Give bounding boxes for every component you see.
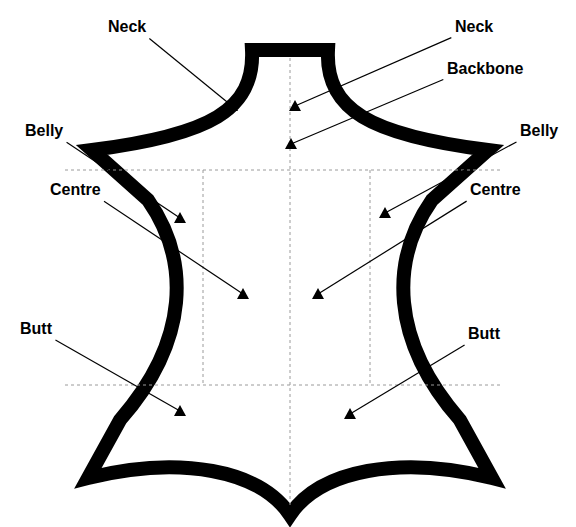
part-label: Belly (520, 122, 558, 140)
pointer-triangle (344, 408, 356, 419)
pointer-triangle (226, 100, 238, 111)
leader-line (104, 201, 243, 294)
leader-line (291, 80, 443, 144)
pointer-triangle (379, 207, 391, 218)
pointer-triangle (312, 288, 324, 299)
part-label: Butt (468, 325, 500, 343)
pointer-triangle (285, 138, 297, 149)
part-label: Centre (50, 181, 101, 199)
part-label: Belly (25, 122, 63, 140)
leader-line (295, 38, 451, 106)
hide-outline (88, 50, 492, 515)
part-label: Backbone (447, 60, 523, 78)
pointer-triangle (174, 212, 186, 223)
part-label: Centre (470, 181, 521, 199)
right-guide (370, 170, 371, 385)
pointer-triangle (289, 100, 301, 111)
pointer-triangle (174, 405, 186, 416)
leader-line (318, 201, 467, 294)
part-label: Neck (455, 18, 493, 36)
part-label: Neck (108, 18, 146, 36)
lower-guide (65, 385, 500, 386)
leader-line (67, 142, 180, 218)
leader-line (385, 142, 516, 213)
section-guides (65, 58, 500, 508)
upper-guide (65, 170, 500, 171)
part-label: Butt (20, 320, 52, 338)
pointer-triangle (237, 288, 249, 299)
leader-line (55, 340, 180, 411)
left-guide (203, 170, 204, 385)
leader-line (350, 345, 465, 414)
leader-line (149, 39, 232, 106)
centre-guide (290, 58, 291, 508)
